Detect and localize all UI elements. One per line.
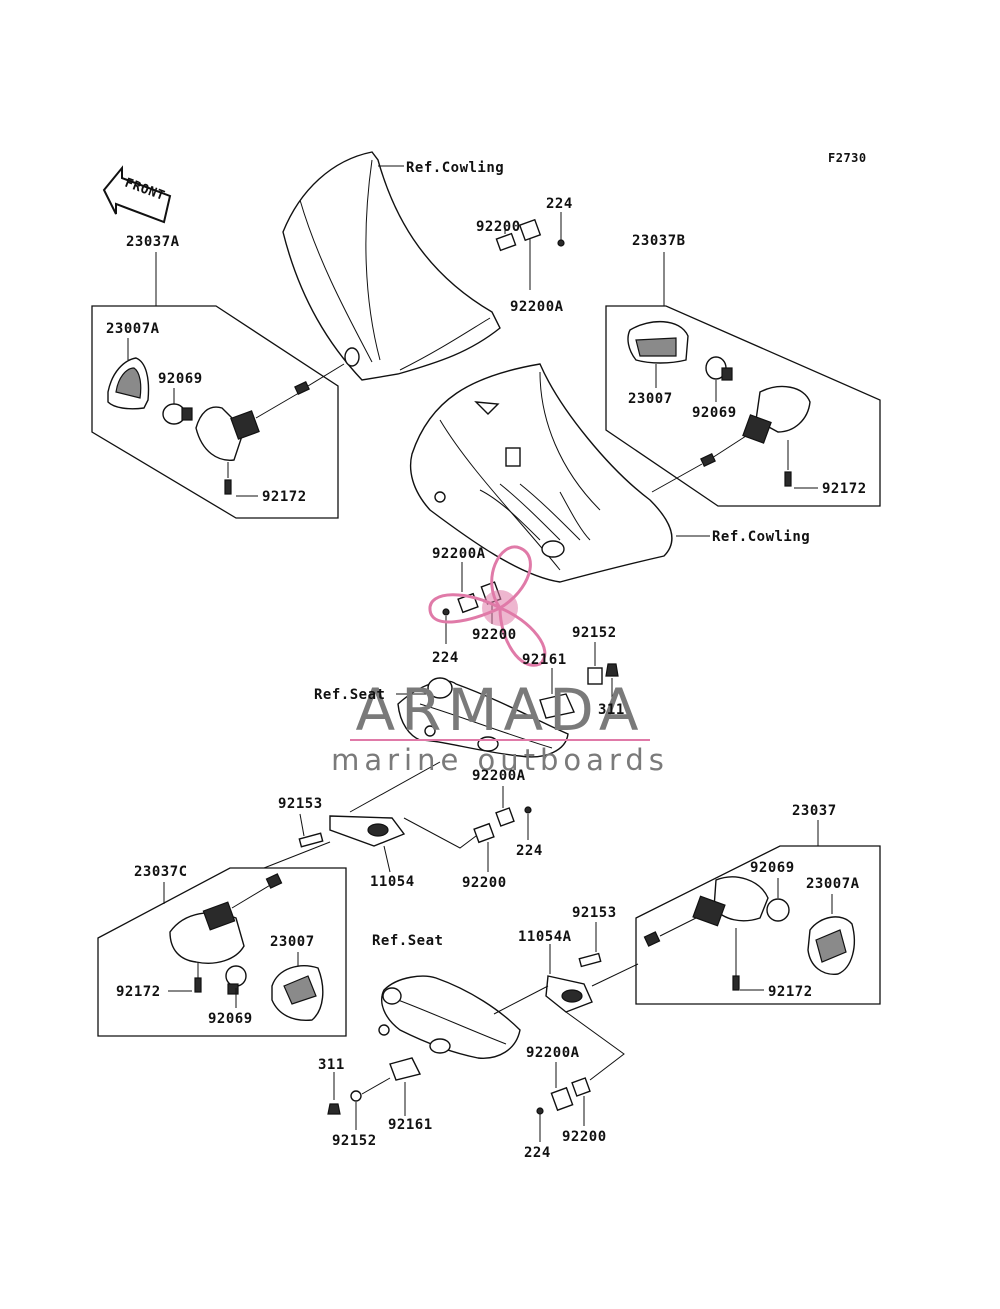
front-arrow-icon: FRONT [102, 165, 172, 224]
part-label-311-mid: 311 [598, 702, 625, 718]
part-label-23007-right: 23007 [628, 391, 673, 407]
watermark-logo: ARMADA marine outboards [331, 545, 669, 777]
part-label-23007-lowleft: 23007 [270, 934, 315, 950]
part-label-92172-lowright: 92172 [768, 984, 813, 1000]
propeller-logo-icon [428, 545, 547, 667]
ref-cowling-top-label: Ref.Cowling [406, 160, 504, 176]
upper-clip-set [495, 212, 565, 290]
bracket-11054-part [263, 761, 532, 873]
part-label-92069-lowleft: 92069 [208, 1011, 253, 1027]
part-label-224-low: 224 [516, 843, 543, 859]
turn-signal-assembly-23037 [635, 845, 881, 1005]
part-label-311-low: 311 [318, 1057, 345, 1073]
part-label-92172-left: 92172 [262, 489, 307, 505]
part-label-92153-right: 92153 [572, 905, 617, 921]
upper-cowling-part [282, 151, 501, 381]
part-label-11054A: 11054A [518, 929, 572, 945]
watermark-word: ARMADA [355, 676, 644, 744]
part-label-23037B: 23037B [632, 233, 686, 249]
part-label-224-mid: 224 [432, 650, 459, 666]
figure-code: F2730 [828, 151, 867, 165]
bracket-11054A-part [493, 944, 639, 1142]
ref-cowling-right-label: Ref.Cowling [712, 529, 810, 545]
part-label-92200-top: 92200 [476, 219, 521, 235]
part-label-92069-left: 92069 [158, 371, 203, 387]
part-label-92161-mid: 92161 [522, 652, 567, 668]
part-label-11054: 11054 [370, 874, 415, 890]
part-label-23037A: 23037A [126, 234, 180, 250]
part-label-92069-lowright: 92069 [750, 860, 795, 876]
part-label-92200-bottom: 92200 [562, 1129, 607, 1145]
part-label-92161-low: 92161 [388, 1117, 433, 1133]
part-label-92200A-low: 92200A [472, 768, 526, 784]
part-label-224-top: 224 [546, 196, 573, 212]
turn-signal-assembly-23037C [97, 867, 347, 1037]
part-label-92200-mid: 92200 [472, 627, 517, 643]
part-label-224-bottom: 224 [524, 1145, 551, 1161]
part-label-92172-right: 92172 [822, 481, 867, 497]
lower-cowling-part [409, 363, 673, 583]
lower-seat-rail-part [378, 975, 521, 1059]
turn-signal-assembly-23037A [91, 305, 345, 519]
part-label-23007A-lowright: 23007A [806, 876, 860, 892]
part-label-92172-lowleft: 92172 [116, 984, 161, 1000]
ref-seat-lower-label: Ref.Seat [372, 933, 443, 949]
ref-seat-upper-label: Ref.Seat [314, 687, 385, 703]
part-label-92200A-mid: 92200A [432, 546, 486, 562]
part-label-92200A-bottom: 92200A [526, 1045, 580, 1061]
watermark-subtitle: marine outboards [331, 743, 669, 777]
turn-signal-assembly-23037B [605, 305, 881, 507]
part-label-23037C: 23037C [134, 864, 188, 880]
lower-bushing-set [327, 1057, 422, 1130]
part-label-92200A-top: 92200A [510, 299, 564, 315]
part-label-23007A-left: 23007A [106, 321, 160, 337]
part-label-92069-right: 92069 [692, 405, 737, 421]
part-label-92200-low: 92200 [462, 875, 507, 891]
part-label-92152-low: 92152 [332, 1133, 377, 1149]
part-label-92152-mid: 92152 [572, 625, 617, 641]
part-label-92153-left: 92153 [278, 796, 323, 812]
part-label-23037: 23037 [792, 803, 837, 819]
